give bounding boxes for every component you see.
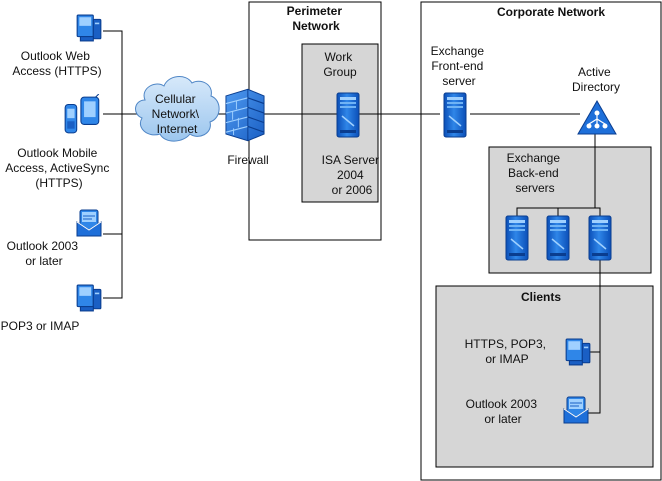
mail-client-icon — [563, 396, 589, 424]
cloud-icon — [135, 76, 220, 142]
perimeter-network-title: Perimeter Network — [287, 4, 346, 33]
connection-lines — [103, 30, 601, 414]
pop3-imap-label: POP3 or IMAP — [1, 319, 80, 333]
work-group-title: Work Group — [323, 50, 357, 79]
clients-title: Clients — [521, 290, 561, 304]
corporate-network-title: Corporate Network — [497, 5, 605, 19]
computer-icon — [565, 338, 591, 366]
frontend-server-icon — [443, 92, 467, 138]
cellular-internet-label: Cellular Network\ Internet — [152, 92, 203, 136]
computer-icon — [76, 284, 102, 312]
clients-zone — [435, 285, 654, 468]
exchange-backend-title: Exchange Back-end servers — [507, 151, 564, 195]
backend-server-icon — [588, 215, 612, 261]
outlook-mobile-access-label: Outlook Mobile Access, ActiveSync (HTTPS… — [5, 146, 112, 190]
firewall-label: Firewall — [227, 153, 268, 167]
isa-server-icon — [336, 92, 360, 138]
mobile-device-icon — [64, 94, 100, 134]
active-directory-label: Active Directory — [572, 65, 620, 94]
exchange-frontend-label: Exchange Front-end server — [431, 44, 488, 88]
computer-icon — [76, 14, 102, 42]
backend-server-icon — [546, 215, 570, 261]
backend-server-icon — [505, 215, 529, 261]
isa-server-label: ISA Server 2004 or 2006 — [322, 153, 383, 197]
outlook-web-access-label: Outlook Web Access (HTTPS) — [12, 49, 101, 78]
outlook-external-label: Outlook 2003 or later — [7, 239, 82, 268]
firewall-icon — [225, 88, 265, 142]
client-https-pop3-label: HTTPS, POP3, or IMAP — [465, 337, 550, 366]
client-outlook-label: Outlook 2003 or later — [466, 397, 541, 426]
mail-client-icon — [76, 209, 102, 237]
